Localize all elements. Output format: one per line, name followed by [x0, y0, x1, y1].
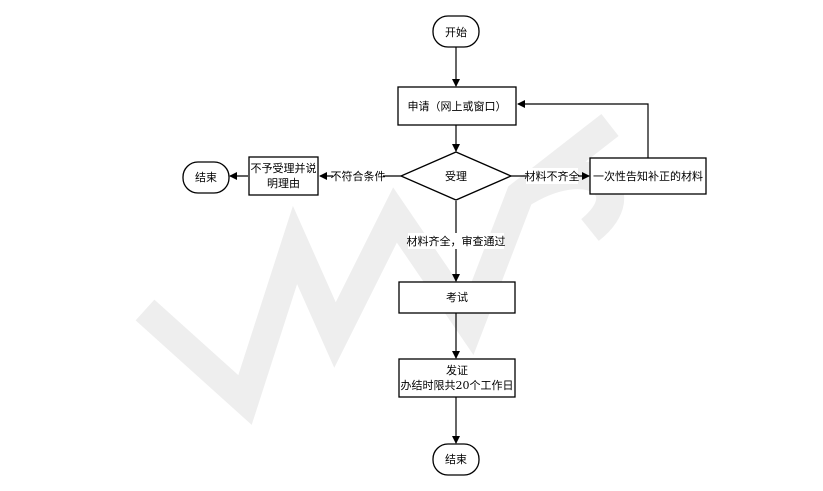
edge-labels: 材料不齐全 不符合条件 材料齐全，审查通过 — [331, 168, 580, 249]
node-start-label: 开始 — [445, 25, 467, 39]
node-apply-label: 申请（网上或窗口） — [408, 99, 507, 113]
node-reject: 不予受理并说 明理由 — [248, 156, 319, 196]
node-issue-label-line1: 发证 — [446, 363, 468, 377]
edge-label-passed: 材料齐全，审查通过 — [407, 234, 506, 248]
node-exam-label: 考试 — [446, 291, 468, 304]
edge-label-not-qualified: 不符合条件 — [331, 169, 386, 183]
node-end-bottom-label: 结束 — [445, 453, 467, 466]
node-notify: 一次性告知补正的材料 — [589, 157, 707, 195]
node-exam: 考试 — [398, 281, 516, 314]
node-apply: 申请（网上或窗口） — [397, 86, 517, 126]
node-end-bottom: 结束 — [432, 443, 480, 476]
edge-notify-apply — [517, 100, 649, 158]
node-end-left: 结束 — [182, 161, 230, 194]
node-accept: 受理 — [399, 151, 513, 201]
node-reject-label-line2: 明理由 — [267, 176, 300, 190]
edge-label-incomplete: 材料不齐全 — [525, 169, 580, 183]
node-issue-label-line2: 办结时限共20个工作日 — [401, 379, 514, 392]
node-start: 开始 — [432, 15, 480, 48]
node-issue: 发证 办结时限共20个工作日 — [398, 358, 516, 398]
node-end-left-label: 结束 — [195, 171, 217, 184]
node-accept-label: 受理 — [445, 170, 467, 183]
node-notify-label: 一次性告知补正的材料 — [593, 169, 703, 183]
node-reject-label-line1: 不予受理并说 — [251, 161, 317, 175]
